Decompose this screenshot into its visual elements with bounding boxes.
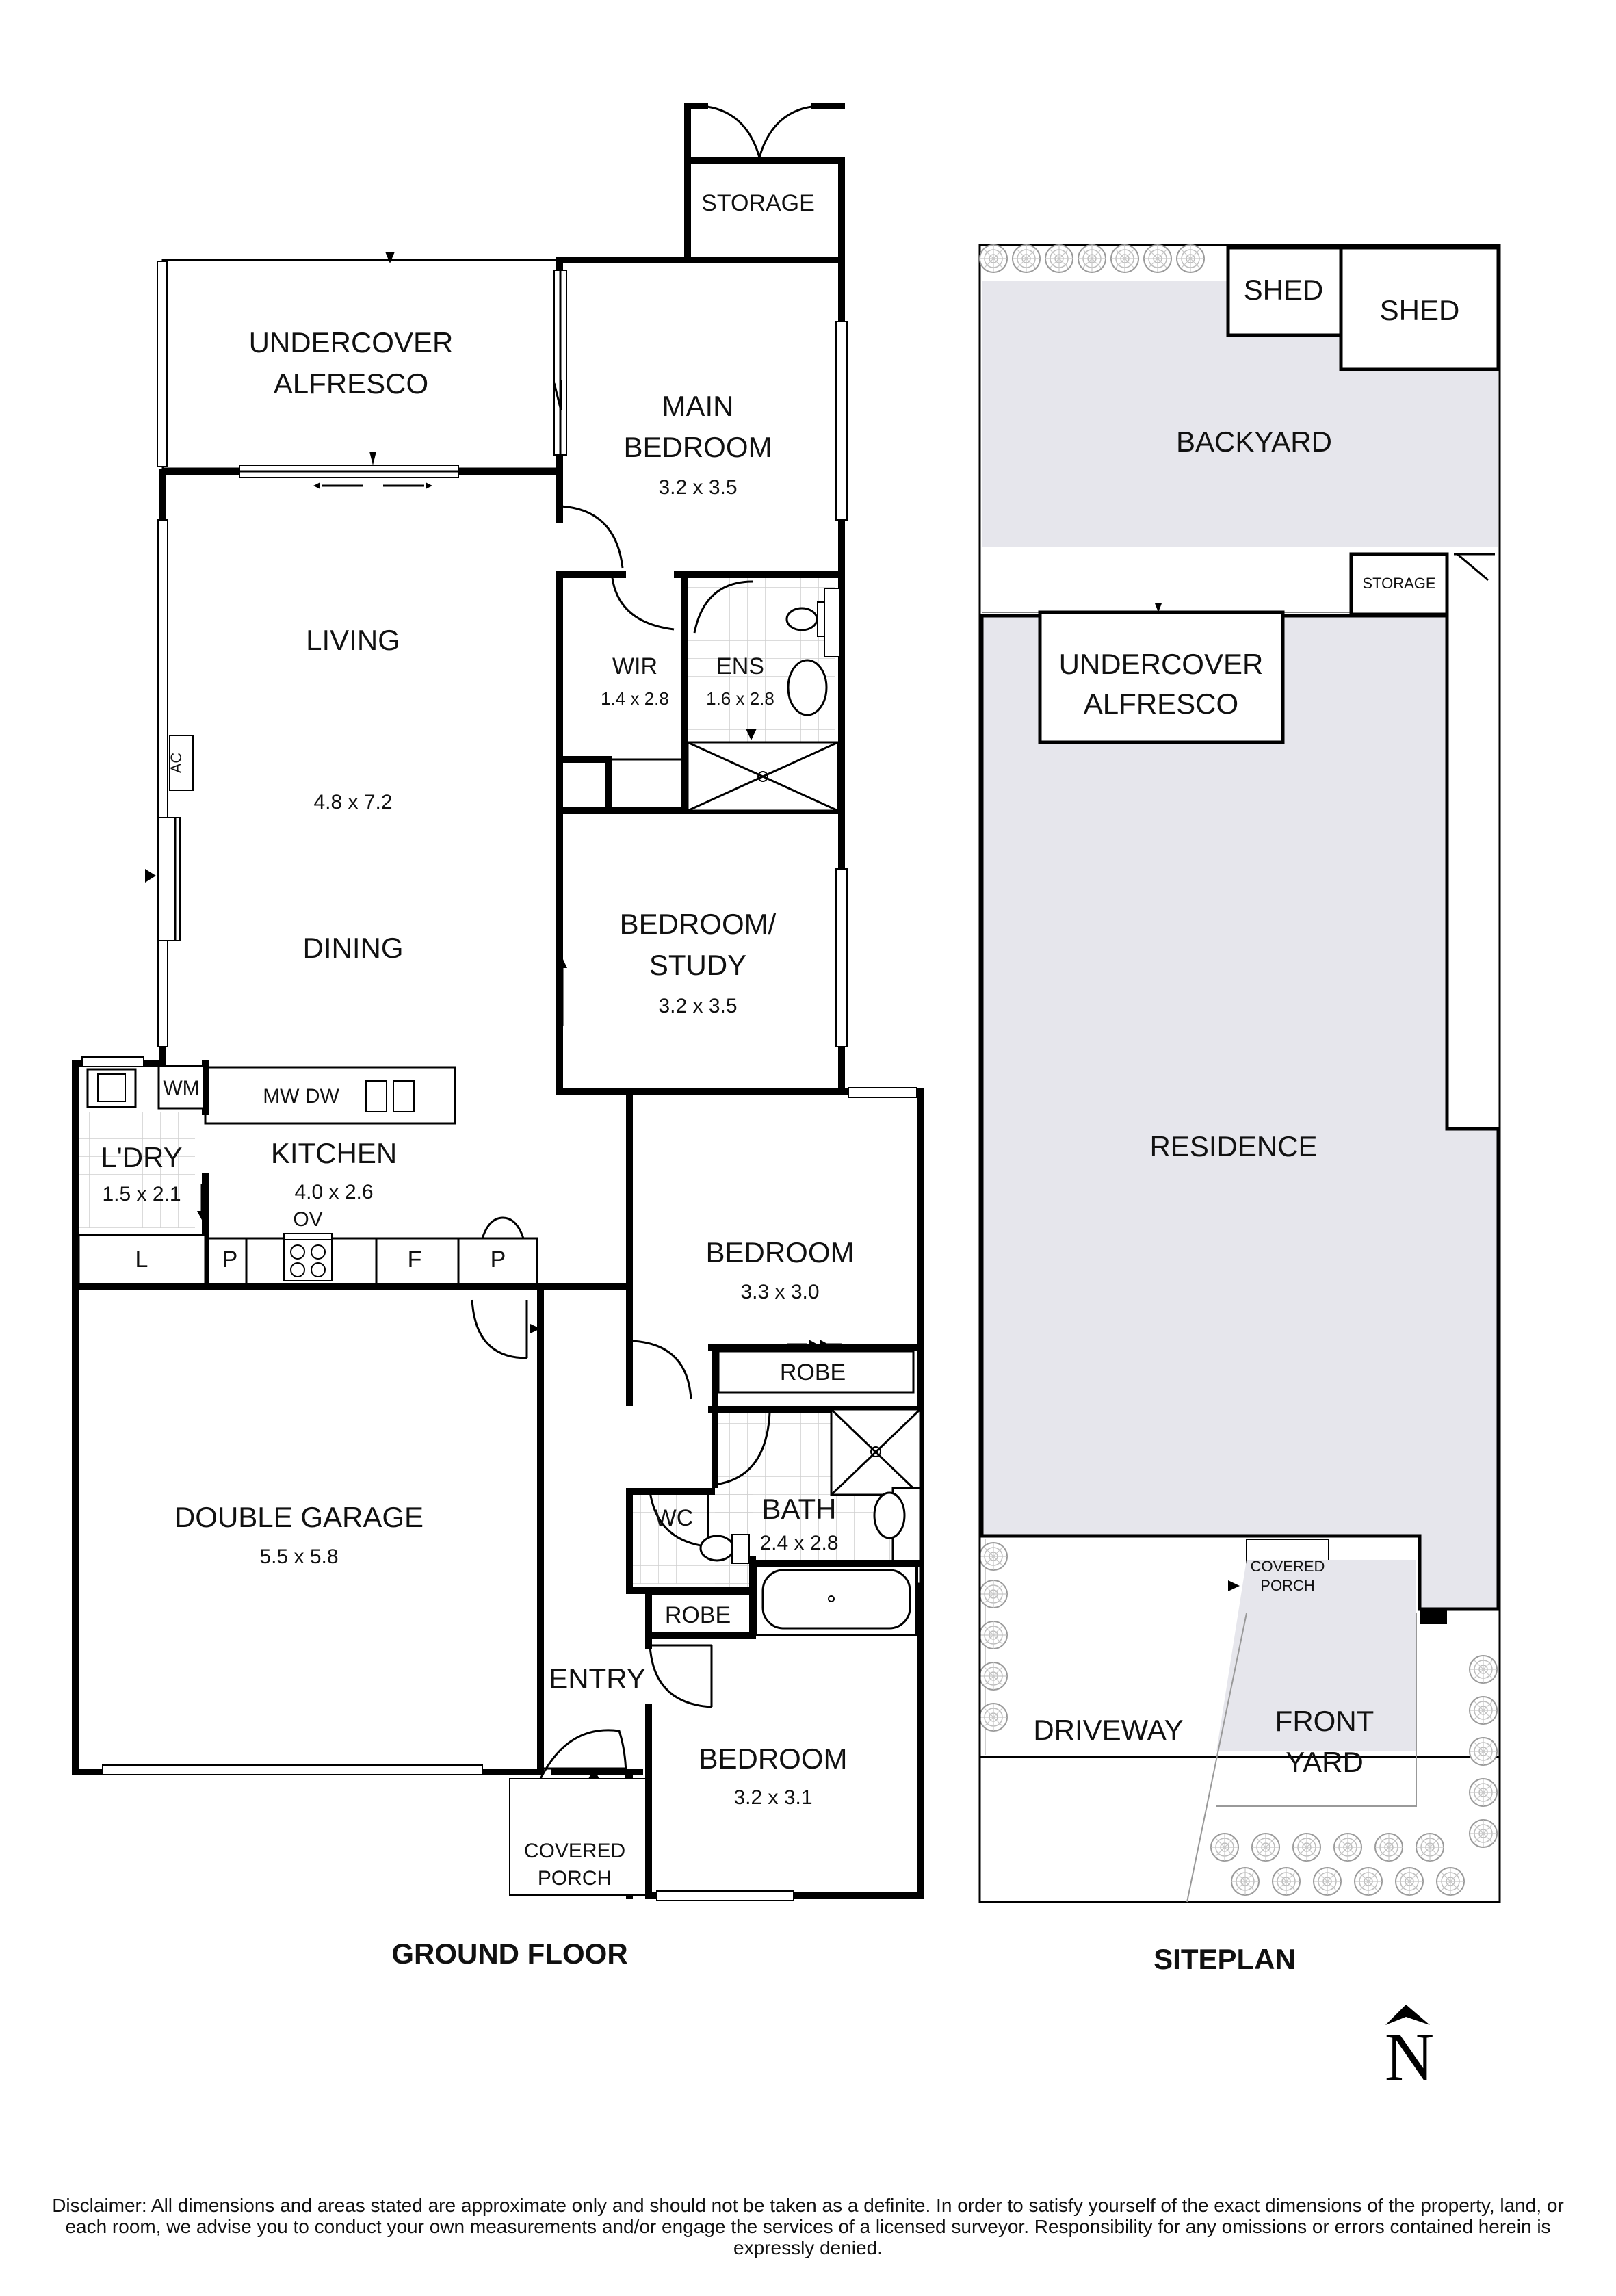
porch-label-line2: PORCH (538, 1867, 612, 1890)
garage-size: 5.5 x 5.8 (259, 1545, 338, 1568)
bath-size: 2.4 x 2.8 (759, 1532, 838, 1554)
north-label: N (1385, 2019, 1434, 2095)
driveway-label: DRIVEWAY (1033, 1714, 1183, 1746)
front-yard-line2: YARD (1286, 1746, 1364, 1778)
ens-size: 1.6 x 2.8 (706, 688, 774, 709)
bedroom3-size: 3.2 x 3.1 (733, 1786, 812, 1809)
storage-label: STORAGE (701, 190, 815, 216)
mw-dw-label: MW DW (263, 1085, 339, 1108)
main-bedroom-label-line1: MAIN (662, 390, 734, 422)
site-porch-line2: PORCH (1260, 1577, 1314, 1594)
site-alfresco-line1: UNDERCOVER (1059, 648, 1264, 680)
pantry-label-2: P (491, 1247, 506, 1273)
fridge-label: F (408, 1247, 422, 1273)
bedroom2-label: BEDROOM (705, 1236, 854, 1268)
wir-label: WIR (612, 653, 657, 679)
residence-label: RESIDENCE (1149, 1130, 1317, 1162)
bath-label: BATH (762, 1493, 837, 1525)
ground-floor-labels: STORAGE UNDERCOVER ALFRESCO MAIN BEDROOM… (101, 190, 854, 1970)
living-size: 4.8 x 7.2 (313, 791, 392, 813)
disclaimer-text: Disclaimer: All dimensions and areas sta… (52, 2195, 1564, 2258)
kitchen-label: KITCHEN (271, 1137, 397, 1169)
siteplan-heading: SITEPLAN (1154, 1943, 1296, 1975)
wc-label: WC (655, 1505, 694, 1531)
wir-size: 1.4 x 2.8 (601, 688, 669, 709)
robe2-label: ROBE (665, 1602, 731, 1628)
site-alfresco-line2: ALFRESCO (1084, 688, 1238, 720)
backyard-label: BACKYARD (1176, 426, 1332, 458)
bedroom-study-label-line2: STUDY (649, 949, 746, 981)
shed1-label: SHED (1244, 274, 1324, 306)
front-yard-line1: FRONT (1275, 1705, 1374, 1737)
shed2-label: SHED (1380, 294, 1460, 326)
main-bedroom-size: 3.2 x 3.5 (658, 476, 737, 499)
ens-label: ENS (716, 653, 764, 679)
bedroom3-label: BEDROOM (699, 1743, 847, 1775)
laundry-label: L'DRY (101, 1141, 182, 1173)
garage-label: DOUBLE GARAGE (174, 1501, 423, 1533)
wm-label: WM (163, 1077, 199, 1099)
robe1-label: ROBE (780, 1359, 846, 1385)
kitchen-size: 4.0 x 2.6 (294, 1181, 373, 1203)
siteplan-labels: SHED SHED BACKYARD STORAGE UNDERCOVER AL… (1033, 274, 1459, 1975)
porch-label-line1: COVERED (524, 1840, 625, 1862)
laundry-size: 1.5 x 2.1 (102, 1183, 181, 1205)
bedroom-study-label-line1: BEDROOM/ (620, 908, 777, 940)
alfresco-label-line1: UNDERCOVER (249, 326, 454, 358)
bedroom-study-size: 3.2 x 3.5 (658, 995, 737, 1017)
living-label: LIVING (306, 624, 400, 656)
bedroom2-size: 3.3 x 3.0 (740, 1281, 819, 1303)
laundry-bench-label: L (135, 1247, 148, 1273)
site-porch-line1: COVERED (1251, 1558, 1325, 1575)
ground-floor-heading: GROUND FLOOR (391, 1938, 627, 1970)
site-storage-label: STORAGE (1362, 575, 1435, 592)
pantry-label-1: P (222, 1247, 238, 1273)
main-bedroom-label-line2: BEDROOM (623, 431, 772, 463)
alfresco-label-line2: ALFRESCO (274, 367, 428, 400)
siteplan-drawing (978, 244, 1501, 1903)
oven-label: OV (293, 1208, 322, 1231)
north-arrow-icon: N (1385, 2005, 1434, 2095)
entry-label: ENTRY (549, 1662, 646, 1695)
ac-label: AC (168, 753, 185, 774)
dining-label: DINING (303, 932, 404, 964)
ground-floor-plan (72, 103, 924, 1901)
